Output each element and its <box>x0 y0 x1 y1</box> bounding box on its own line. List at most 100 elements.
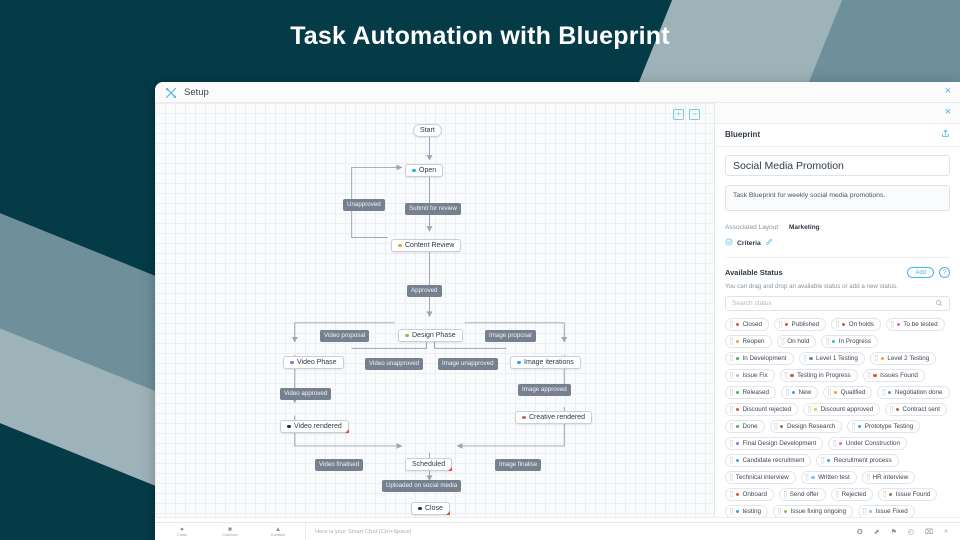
chat-tab-channels[interactable]: ■Channels <box>217 526 243 538</box>
status-chip[interactable]: ⣿In Development <box>725 352 794 365</box>
add-status-button[interactable]: Add <box>907 267 934 278</box>
flow-edge-label[interactable]: Uploaded on social media <box>382 480 462 492</box>
flow-node-image-iterations[interactable]: Image iterations <box>510 356 581 369</box>
blueprint-description-input[interactable] <box>725 185 950 211</box>
close-icon[interactable]: × <box>944 85 951 97</box>
criteria-row[interactable]: Criteria <box>725 238 950 258</box>
status-chip[interactable]: ⣿Rejected <box>830 488 874 501</box>
drag-handle-icon[interactable]: ⣿ <box>851 422 856 430</box>
status-chip[interactable]: ⣿Testing in Progress <box>779 369 858 382</box>
bot-icon[interactable]: ✪ <box>856 528 863 536</box>
status-chip[interactable]: ⣿Contract sent <box>885 403 947 416</box>
status-chip[interactable]: ⣿Published <box>774 318 827 331</box>
status-chip[interactable]: ⣿Final Design Development <box>725 437 824 450</box>
flow-node-scheduled[interactable]: Scheduled <box>405 458 453 471</box>
drag-handle-icon[interactable]: ⣿ <box>729 337 734 345</box>
drag-handle-icon[interactable]: ⣿ <box>729 422 734 430</box>
drag-handle-icon[interactable]: ⣿ <box>729 320 734 328</box>
clock-icon[interactable]: ◴ <box>907 528 914 536</box>
rocket-icon[interactable]: ⬈ <box>873 528 880 536</box>
drag-handle-icon[interactable]: ⣿ <box>777 507 782 515</box>
status-chip[interactable]: ⣿Written test <box>800 471 857 484</box>
flow-edge-label[interactable]: Image approved <box>518 384 571 396</box>
status-chip[interactable]: ⣿New <box>781 386 819 399</box>
smart-chat-input[interactable]: Here is your Smart Chat (Ctrl+Space) <box>315 528 412 535</box>
drag-handle-icon[interactable]: ⣿ <box>802 354 808 362</box>
drag-handle-icon[interactable]: ⣿ <box>835 320 840 328</box>
status-chip[interactable]: ⣿Discount rejected <box>725 403 799 416</box>
drag-handle-icon[interactable]: ⣿ <box>729 354 734 362</box>
status-chip[interactable]: ⣿Issue fixing ongoing <box>773 505 854 517</box>
status-chip[interactable]: ⣿Candidate recruitment <box>725 454 812 467</box>
drag-handle-icon[interactable]: ⣿ <box>807 405 812 413</box>
drag-handle-icon[interactable]: ⣿ <box>889 320 895 328</box>
status-chip[interactable]: ⣿Send offer <box>778 488 826 501</box>
status-chip[interactable]: ⣿Issues Found <box>862 369 925 382</box>
drag-handle-icon[interactable]: ⣿ <box>729 405 734 413</box>
status-chip[interactable]: ⣿On hold <box>776 335 817 348</box>
drag-handle-icon[interactable]: ⣿ <box>729 371 734 379</box>
status-chip[interactable]: ⣿Qualified <box>823 386 873 399</box>
drag-handle-icon[interactable]: ⣿ <box>834 490 840 498</box>
flow-node-start[interactable]: Start <box>413 124 442 137</box>
flow-edge-label[interactable]: Unapproved <box>343 199 385 211</box>
drag-handle-icon[interactable]: ⣿ <box>780 337 786 345</box>
drag-handle-icon[interactable]: ⣿ <box>865 473 871 481</box>
drag-handle-icon[interactable]: ⣿ <box>862 507 867 515</box>
status-chip[interactable]: ⣿Issue Fix <box>725 369 775 382</box>
drag-handle-icon[interactable]: ⣿ <box>881 388 886 396</box>
status-chip[interactable]: ⣿Level 1 Testing <box>798 352 865 365</box>
flow-edge-label[interactable]: Video proposal <box>320 330 370 342</box>
status-chip[interactable]: ⣿Prototype Testing <box>847 420 921 433</box>
drag-handle-icon[interactable]: ⣿ <box>827 388 832 396</box>
status-chip[interactable]: ⣿Issue Found <box>878 488 938 501</box>
status-chip[interactable]: ⣿Discount approved <box>803 403 881 416</box>
status-chip[interactable]: ⣿Design Research <box>769 420 843 433</box>
status-chip[interactable]: ⣿Recruitment process <box>816 454 899 467</box>
flow-edge-label[interactable]: Video finalised <box>315 459 364 471</box>
help-icon[interactable]: ? <box>939 267 950 278</box>
chat-tab-chats[interactable]: ●Chats <box>169 526 195 538</box>
status-chip[interactable]: ⣿On holds <box>831 318 881 331</box>
flow-node-content-review[interactable]: Content Review <box>391 239 462 252</box>
drag-handle-icon[interactable]: ⣿ <box>729 439 734 447</box>
trash-icon[interactable]: ⌧ <box>925 528 934 536</box>
flow-edge-label[interactable]: Video approved <box>280 388 332 400</box>
flow-edge-label[interactable]: Video unapproved <box>365 358 424 370</box>
drag-handle-icon[interactable]: ⣿ <box>729 490 734 498</box>
drag-handle-icon[interactable]: ⣿ <box>866 371 872 379</box>
flow-node-video-phase[interactable]: Video Phase <box>283 356 344 369</box>
flow-node-creative-rendered[interactable]: Creative rendered <box>515 411 593 424</box>
drag-handle-icon[interactable]: ⣿ <box>804 473 810 481</box>
drag-handle-icon[interactable]: ⣿ <box>773 422 779 430</box>
flow-edge-label[interactable]: Image finalise <box>495 459 542 471</box>
drag-handle-icon[interactable]: ⣿ <box>783 371 789 379</box>
panel-close-icon[interactable]: × <box>944 106 951 118</box>
drag-handle-icon[interactable]: ⣿ <box>873 354 879 362</box>
status-chip[interactable]: ⣿Released <box>725 386 777 399</box>
drag-handle-icon[interactable]: ⣿ <box>825 337 830 345</box>
drag-handle-icon[interactable]: ⣿ <box>889 405 894 413</box>
status-chip[interactable]: ⣿Negotiation done <box>877 386 950 399</box>
status-chip[interactable]: ⣿Closed <box>725 318 770 331</box>
flow-edge-label[interactable]: Approved <box>407 285 442 297</box>
status-chip[interactable]: ⣿Onboard <box>725 488 774 501</box>
status-search-box[interactable] <box>725 296 950 311</box>
drag-handle-icon[interactable]: ⣿ <box>782 490 788 498</box>
flow-edge-label[interactable]: Image proposal <box>485 330 536 342</box>
status-chip[interactable]: ⣿Technical interview <box>725 471 796 484</box>
drag-handle-icon[interactable]: ⣿ <box>832 439 837 447</box>
chat-tab-contacts[interactable]: ▲Contacts <box>265 526 291 538</box>
drag-handle-icon[interactable]: ⣿ <box>882 490 887 498</box>
drag-handle-icon[interactable]: ⣿ <box>820 456 825 464</box>
status-chip[interactable]: ⣿Done <box>725 420 765 433</box>
status-chip[interactable]: ⣿testing <box>725 505 769 517</box>
status-chip[interactable]: ⣿In Progress <box>821 335 878 348</box>
drag-handle-icon[interactable]: ⣿ <box>778 320 783 328</box>
share-icon[interactable] <box>941 129 950 140</box>
status-chip[interactable]: ⣿Reopen <box>725 335 772 348</box>
search-icon[interactable]: ⌕ <box>944 527 948 535</box>
search-icon[interactable] <box>935 299 943 309</box>
flow-node-design-phase[interactable]: Design Phase <box>398 329 463 342</box>
search-status-input[interactable] <box>732 300 935 307</box>
